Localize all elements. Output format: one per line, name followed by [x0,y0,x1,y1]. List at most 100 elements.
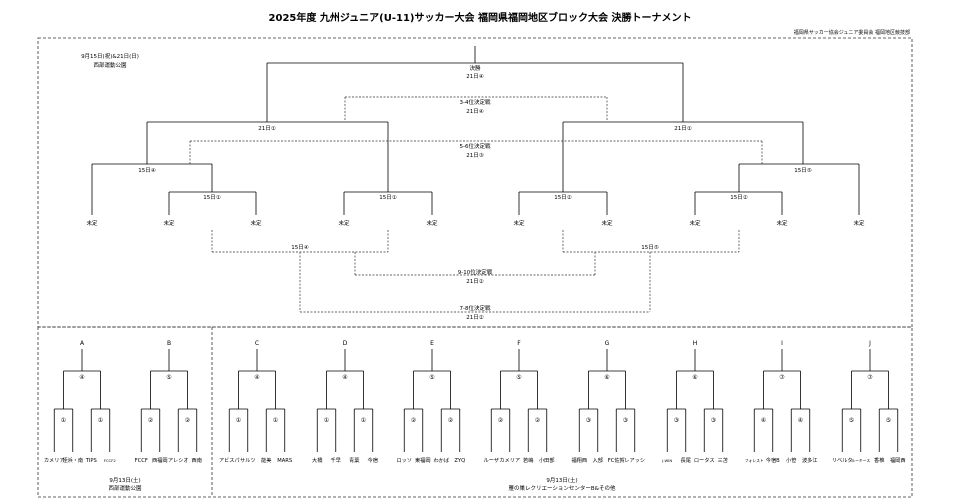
placeholder-slot: 未定 [853,219,865,227]
team-name: ロッソ [396,458,412,464]
placeholder-slot: 未定 [513,219,525,227]
group-left-match-number: ③ [674,417,679,424]
team-name: サルツ [240,457,256,464]
team-name: ルーザ [484,457,499,464]
group-final-number: ⑦ [779,374,785,381]
group-j: J ⑦ ⑤ ⑤ リベルタルーキース香椎福岡西 [832,340,906,464]
team-name: 西南 [192,456,202,464]
qf-right-inner-date: 15日② [730,194,747,201]
qf-left-inner-date: 15日① [203,194,220,201]
team-name: ロータス [694,456,715,464]
team-name: リベルタ [832,456,853,464]
placeholder-slot: 未定 [689,219,701,227]
team-name: 波多江 [802,456,818,464]
group-right-match-number: ② [448,417,454,424]
group-left-match-number: ⑤ [849,417,854,424]
team-name: 小笹 [786,456,796,464]
group-right-match-number: ② [185,417,191,424]
team-name: TIPS [85,458,97,464]
final-date: 21日④ [466,73,483,80]
ninth-place-date: 21日② [466,278,483,285]
group-final-number: ⑦ [867,374,873,381]
team-name: FC佐賀 [608,456,625,464]
fifth-place-date: 21日③ [466,152,483,159]
group-final-number: ⑤ [429,374,434,381]
team-name: MARS [277,458,292,464]
placeholder-slots: 未定未定未定未定未定未定未定未定未定未定 [86,219,865,227]
group-name: A [80,340,85,347]
group-name: D [343,340,348,347]
third-place-date: 21日④ [466,108,483,115]
group-right-match-number: ① [273,417,278,424]
group-left-match-number: ③ [586,417,591,424]
group-final-number: ④ [79,374,84,381]
fifth-place-label: 5-6位決定戦 [460,142,491,150]
group-final-number: ⑤ [516,374,521,381]
group-final-number: ⑥ [604,374,609,381]
team-name: カメリア [499,457,520,464]
groups-ab-venue-date: 9月13日(土) [109,476,140,484]
lower-right-date: 15日⑤ [641,244,658,251]
group-name: E [430,340,434,347]
group-right-match-number: ① [361,417,366,424]
group-name: H [693,340,698,347]
group-right-match-number: ① [98,417,103,424]
group-name: J [868,340,871,347]
groups-cj-venue-name: 雁の巣レクリエーションセンターB&その他 [509,484,616,492]
group-name: B [167,340,171,347]
team-name: 福翔西 [571,456,587,464]
group-left-match-number: ① [236,417,241,424]
team-name: 能美 [261,456,271,464]
group-left-match-number: ② [411,417,417,424]
team-name: 入部 [593,456,603,464]
placeholder-slot: 未定 [776,219,788,227]
group-left-match-number: ② [148,417,154,424]
group-right-match-number: ⑤ [886,417,891,424]
placeholder-slot: 未定 [601,219,613,227]
seventh-place-label: 7-8位決定戦 [460,304,491,312]
group-left-match-number: ④ [761,417,766,424]
groups-cj-venue-date: 9月13日(土) [546,476,577,484]
semi-right-date: 21日① [674,125,691,132]
placeholder-slot: 未定 [86,219,98,227]
qf-center-right-date: 15日② [554,194,571,201]
group-right-match-number: ③ [711,417,716,424]
team-name: FCCF2 [104,458,117,463]
consolation-bracket-lines [189,96,763,313]
team-name: 小田部 [539,456,555,464]
group-final-number: ④ [254,374,259,381]
team-name: ルーキース [851,458,870,463]
group-left-match-number: ① [324,417,329,424]
finals-venue-name: 西部運動公園 [93,61,127,69]
team-name: 千早 [331,456,341,464]
team-name: アレシオ [168,457,189,464]
group-final-number: ⑥ [692,374,697,381]
team-name: わかば [433,456,449,464]
team-name: 福岡西 [890,456,906,464]
placeholder-slot: 未定 [163,219,175,227]
team-name: J-WIN [661,458,672,463]
team-name: アビスパ [219,456,240,464]
group-left-match-number: ② [498,417,504,424]
qf-left-outer-date: 15日④ [138,167,155,174]
group-right-match-number: ② [535,417,541,424]
team-name: 西福岡 [152,456,168,464]
ninth-place-label: 9-10位決定戦 [458,268,493,276]
page-title: 2025年度 九州ジュニア(U-11)サッカー大会 福岡県福岡地区ブロック大会 … [269,11,692,24]
team-name: 今宿B [766,456,780,464]
seventh-place-date: 21日② [466,314,483,321]
team-name: 今宿 [368,456,378,464]
group-final-number: ⑤ [166,374,171,381]
team-name: フォレスト [745,458,764,463]
groups-ab-venue-name: 西部運動公園 [108,484,142,492]
team-name: 三苫 [718,456,728,464]
team-name: 若嶋 [523,456,533,464]
team-name: 香椎 [874,456,884,464]
placeholder-slot: 未定 [426,219,438,227]
